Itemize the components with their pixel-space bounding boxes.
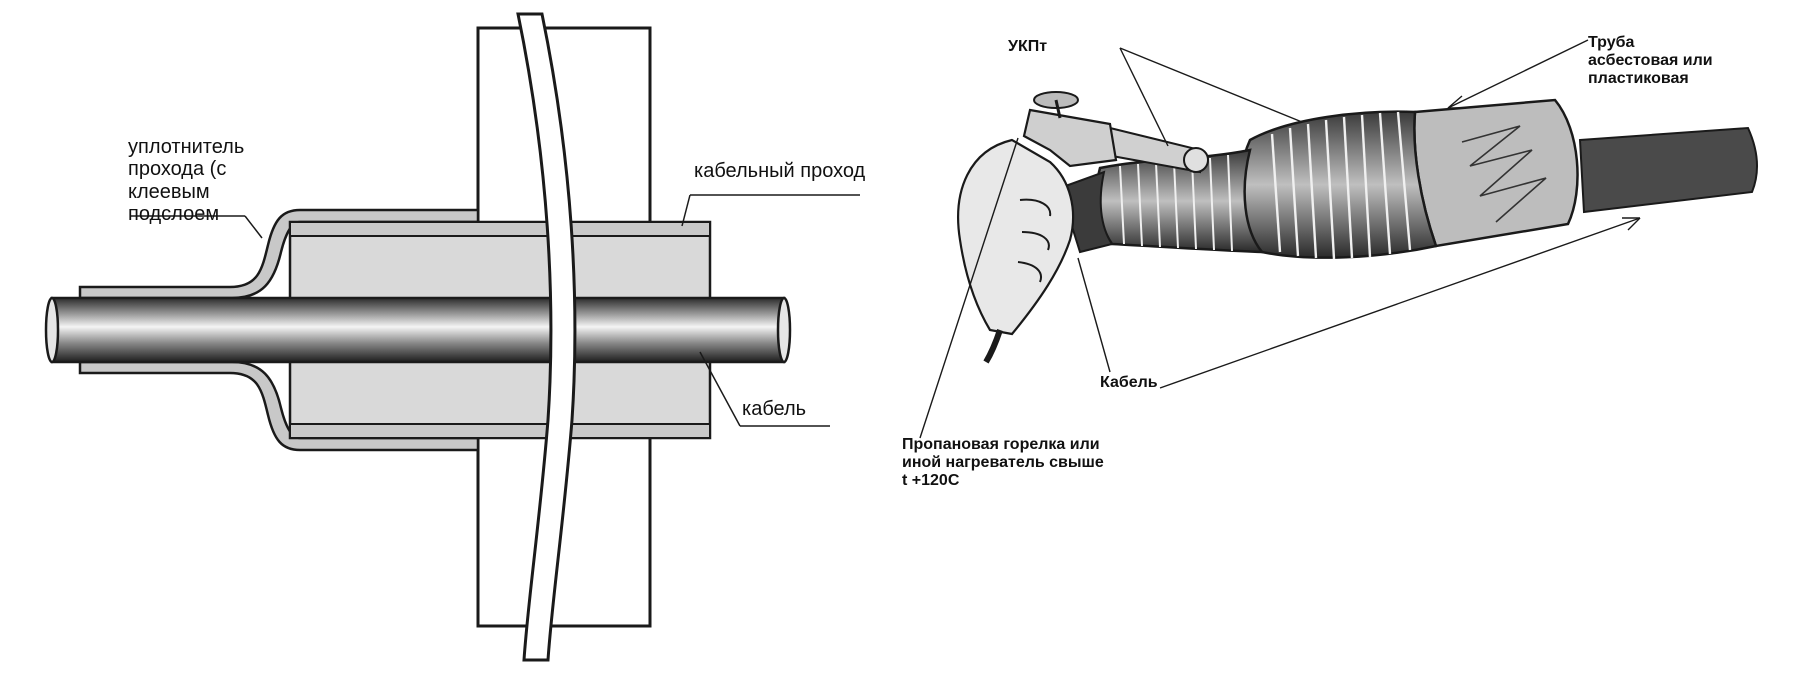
leader-cable-right-2 [1077,257,1111,373]
leader-cable [699,351,741,427]
outer-cable [1578,126,1758,214]
leader-cable-right [1159,217,1641,389]
cable-body [50,296,786,364]
left-diagram [44,12,860,662]
cable-passage-top-wall [289,221,711,237]
burner-body [1022,108,1118,168]
hand [957,138,1075,336]
label-cable-left: кабель [742,398,807,420]
heat-shrink-sleeve [1238,110,1438,259]
hand-fingers [1017,198,1052,283]
burner-with-hand [957,91,1209,364]
label-pipe: Труба асбестовая или пластиковая [1588,34,1713,87]
heat-shrink-ribs [1270,111,1412,260]
leader-cable-right-arrow [1622,217,1641,231]
sleeve-neck-ribs [1119,154,1233,252]
label-cable-passage: кабельный проход [694,160,866,182]
pipe-zigzag [1461,125,1547,223]
label-ukpt: УКПт [1008,38,1048,55]
label-sealant: уплотнитель прохода (с клеевым подслоем [128,136,245,226]
pipe [1413,98,1579,248]
inner-cable [1058,170,1114,254]
cable-end-right [776,296,792,364]
leader-passage-diag [681,194,691,227]
wall-cut-band [516,12,577,662]
right-diagram [919,39,1758,439]
label-burner: Пропановая горелка или иной нагреватель … [902,436,1104,489]
burner-nozzle-tip [1183,147,1209,173]
cable-end-left [44,296,60,364]
label-cable-right: Кабель [1100,374,1158,391]
leader-sealant-diag [244,215,263,239]
gas-hose [983,329,1003,364]
leader-burner [919,137,1019,439]
leader-pipe [1447,39,1589,109]
leader-ukpt [1119,47,1303,123]
leader-pipe-arrow [1447,95,1466,109]
leader-ukpt-2 [1119,47,1169,147]
cable-passage-bottom-wall [289,423,711,439]
